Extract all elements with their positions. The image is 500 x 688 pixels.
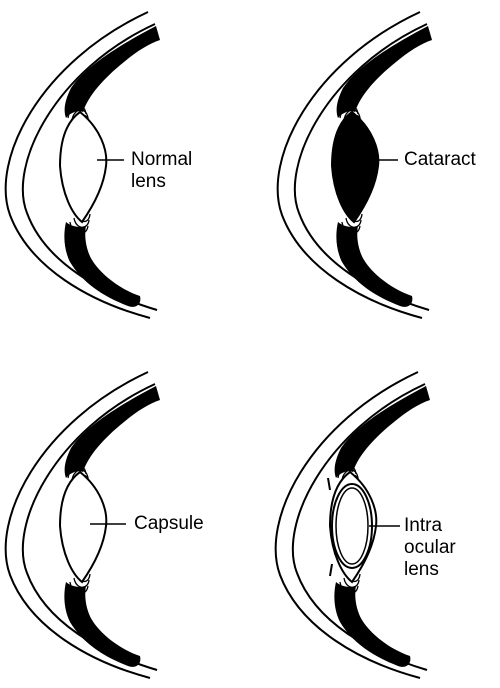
capsule-shape	[59, 471, 108, 583]
label-capsule: Capsule	[134, 513, 204, 535]
label-line: ocular	[404, 537, 456, 558]
panel-cataract	[276, 11, 433, 319]
label-line: Normal	[131, 149, 193, 170]
label-line: lens	[131, 171, 166, 192]
label-line: Intra	[404, 515, 443, 536]
iol-haptic-top	[327, 477, 331, 491]
label-line: Capsule	[134, 513, 204, 534]
label-normal-lens: Normal lens	[131, 149, 192, 193]
label-line: Cataract	[404, 149, 476, 170]
label-intraocular-lens: Intra ocular lens	[404, 515, 456, 581]
normal-lens-shape	[59, 111, 108, 223]
panel-capsule	[4, 371, 161, 679]
panel-intraocular-lens	[274, 371, 431, 679]
label-cataract: Cataract	[404, 149, 476, 171]
cataract-lens-shape	[331, 111, 380, 223]
label-line: lens	[404, 559, 439, 580]
panel-normal-lens	[4, 11, 161, 319]
iol-haptic-bottom	[329, 563, 333, 577]
iol-implant-inner	[335, 487, 369, 565]
